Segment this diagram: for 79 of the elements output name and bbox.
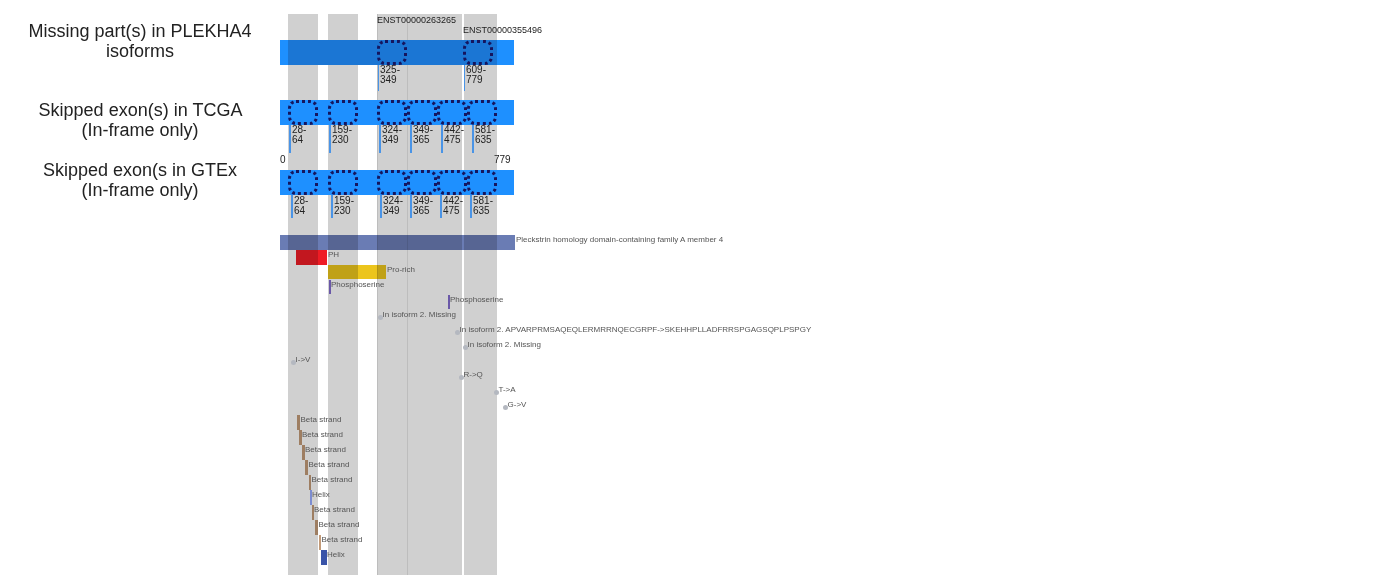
site-marker-icon: [329, 280, 331, 294]
feature-label: Beta strand: [318, 520, 360, 530]
feature-label: Beta strand: [314, 505, 355, 515]
feature-label: In isoform 2. Missing: [467, 340, 541, 350]
strand-bar: [315, 520, 318, 535]
dotted-region-box: [467, 100, 497, 125]
dotted-region-box: [437, 170, 467, 195]
range-label: 581-635: [473, 196, 493, 216]
feature-label: In isoform 2. APVARPRMSAQEQLERMRRNQECGRPF->SKEHHPLLADFRRSPGAGSQPLPSPGY: [459, 325, 812, 335]
dot-icon: [462, 344, 468, 350]
feature-label: Beta strand: [302, 430, 343, 440]
site-marker-icon: [448, 295, 450, 309]
range-label: 609-779: [466, 65, 486, 85]
feature-label: R->Q: [463, 370, 483, 380]
range-label: 581-635: [475, 125, 495, 145]
range-label: 159-230: [332, 125, 352, 145]
feature-label: Beta strand: [300, 415, 342, 425]
axis-label: 779: [494, 155, 511, 165]
feature-label: Beta strand: [311, 475, 353, 485]
dotted-region-box: [377, 100, 407, 125]
dotted-region-box: [288, 100, 318, 125]
dot-icon: [454, 329, 460, 335]
range-label: 28-64: [292, 125, 307, 145]
dot-icon: [493, 389, 499, 395]
dotted-region-box: [328, 100, 358, 125]
track-bar: [280, 40, 514, 65]
strand-bar: [299, 430, 302, 445]
range-label: 324-349: [383, 196, 403, 216]
track-bar: [280, 100, 514, 125]
strand-bar: [296, 415, 300, 430]
axis-label: 0: [280, 155, 286, 165]
feature-label: T->A: [498, 385, 516, 395]
feature-label: PH: [328, 250, 340, 260]
range-label: 349-365: [413, 196, 433, 216]
feature-label: Helix: [327, 550, 345, 560]
dot-icon: [458, 374, 464, 380]
strand-bar: [301, 445, 305, 460]
dotted-region-box: [377, 170, 407, 195]
dotted-region-box: [407, 170, 437, 195]
dotted-region-box: [328, 170, 358, 195]
range-label: 159-230: [334, 196, 354, 216]
protein-bar: [280, 235, 515, 250]
transcript-id: ENST00000355496: [463, 25, 543, 35]
dotted-region-box: [463, 40, 493, 65]
track-title: Missing part(s) in PLEKHA4 isoforms: [27, 21, 253, 61]
feature-label: Phosphoserine: [331, 280, 385, 290]
dotted-region-box: [288, 170, 318, 195]
dot-icon: [502, 404, 508, 410]
track-title: Skipped exon(s in GTEx (In-frame only): [41, 160, 239, 200]
range-label: 442-475: [443, 196, 463, 216]
range-label: 442-475: [444, 125, 464, 145]
dotted-region-box: [407, 100, 437, 125]
range-label: 325-349: [380, 65, 400, 85]
track-title: Skipped exon(s) in TCGA (In-frame only): [37, 100, 243, 140]
feature-label: Phosphoserine: [450, 295, 504, 305]
range-label: 28-64: [294, 196, 309, 216]
feature-label: In isoform 2. Missing: [382, 310, 456, 320]
feature-label: Beta strand: [305, 445, 346, 455]
dotted-region-box: [467, 170, 497, 195]
domain-bar: [296, 250, 327, 265]
feature-label: Pleckstrin homology domain-containing family A member 4: [516, 235, 724, 245]
dot-icon: [377, 314, 383, 320]
dotted-region-box: [437, 100, 467, 125]
strand-bar: [311, 505, 314, 520]
feature-label: Helix: [312, 490, 330, 500]
feature-label: I->V: [295, 355, 311, 365]
feature-label: Beta strand: [308, 460, 350, 470]
dotted-region-box: [377, 40, 407, 65]
helix-bar: [321, 550, 327, 565]
track-bar: [280, 170, 514, 195]
dot-icon: [290, 359, 296, 365]
region-bar: [328, 265, 386, 279]
range-label: 324-349: [382, 125, 402, 145]
feature-label: Pro-rich: [387, 265, 415, 275]
transcript-id: ENST00000263265: [377, 15, 457, 25]
feature-label: Beta strand: [321, 535, 363, 545]
feature-label: G->V: [507, 400, 527, 410]
range-label: 349-365: [413, 125, 433, 145]
strand-bar: [305, 460, 308, 475]
